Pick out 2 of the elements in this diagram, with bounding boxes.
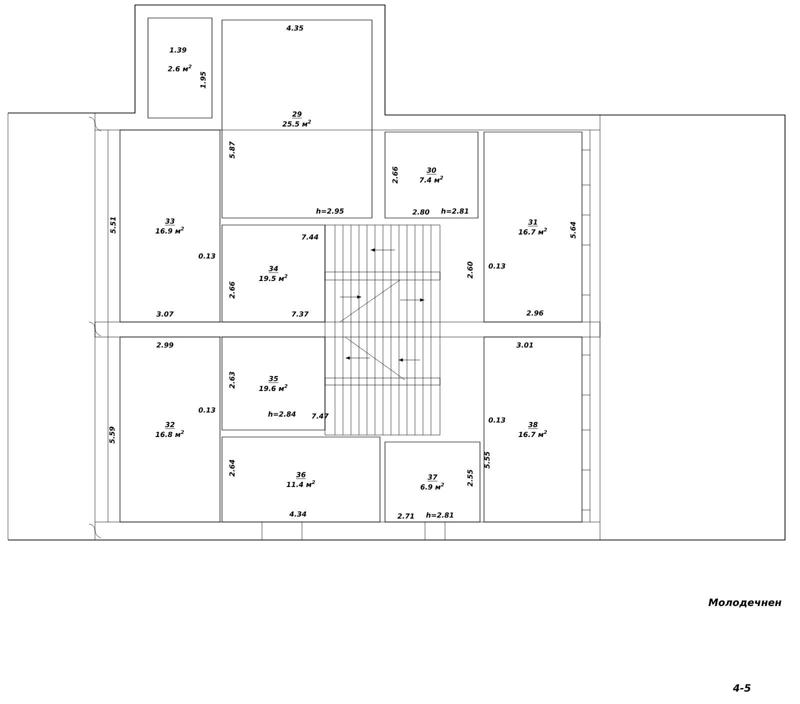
- handwritten-note: Молодечнен: [708, 598, 782, 608]
- handwritten-note: 4-5: [732, 684, 751, 692]
